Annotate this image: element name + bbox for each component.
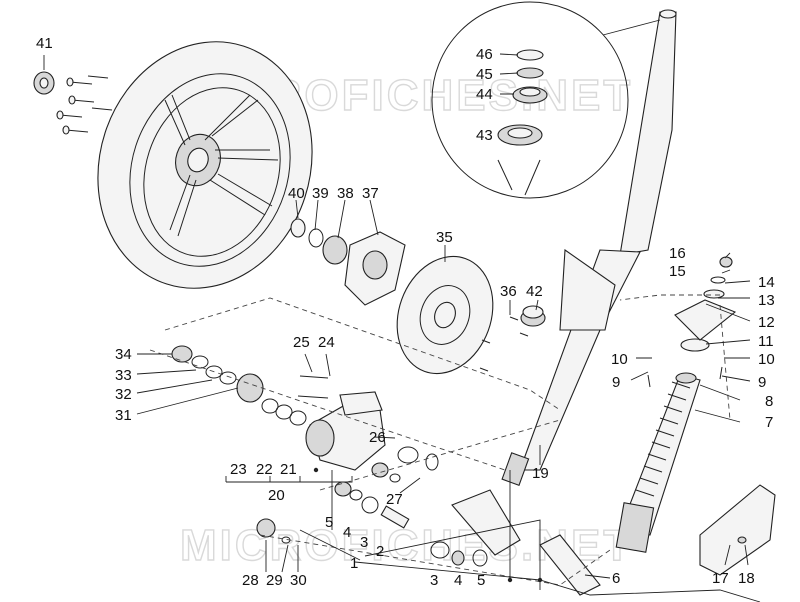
label-18: 18 bbox=[738, 570, 755, 587]
label-46: 46 bbox=[476, 46, 493, 63]
shock-absorber bbox=[615, 256, 737, 553]
label-26: 26 bbox=[369, 429, 386, 446]
label-19: 19 bbox=[532, 465, 549, 482]
label-3b: 3 bbox=[430, 572, 438, 589]
label-45: 45 bbox=[476, 66, 493, 83]
detail-callout bbox=[431, 1, 661, 199]
label-37: 37 bbox=[362, 185, 379, 202]
wheel-assembly bbox=[97, 41, 313, 289]
label-6: 6 bbox=[612, 570, 620, 587]
label-20: 20 bbox=[268, 487, 285, 504]
label-1: 1 bbox=[350, 555, 358, 572]
label-10a: 10 bbox=[611, 351, 628, 368]
label-43: 43 bbox=[476, 127, 493, 144]
label-9b: 9 bbox=[758, 374, 766, 391]
label-10b: 10 bbox=[758, 351, 775, 368]
label-16: 16 bbox=[669, 245, 686, 262]
label-27: 27 bbox=[386, 491, 403, 508]
label-42: 42 bbox=[526, 283, 543, 300]
label-2: 2 bbox=[376, 543, 384, 560]
label-13: 13 bbox=[758, 292, 775, 309]
label-5a: 5 bbox=[325, 514, 333, 531]
label-15: 15 bbox=[669, 263, 686, 280]
label-4a: 4 bbox=[343, 524, 351, 541]
label-22: 22 bbox=[256, 461, 273, 478]
hub-and-disc bbox=[290, 218, 546, 375]
label-8: 8 bbox=[765, 393, 773, 410]
label-3a: 3 bbox=[360, 534, 368, 551]
fork-leg bbox=[501, 9, 677, 486]
label-44: 44 bbox=[476, 86, 493, 103]
label-40: 40 bbox=[288, 185, 305, 202]
label-30: 30 bbox=[290, 572, 307, 589]
label-4b: 4 bbox=[454, 572, 462, 589]
leader-lines bbox=[43, 53, 751, 579]
label-41: 41 bbox=[36, 35, 53, 52]
part-labels: 41 46 45 44 43 40 39 38 37 35 36 42 16 1… bbox=[36, 35, 775, 589]
label-24: 24 bbox=[318, 334, 335, 351]
label-25: 25 bbox=[293, 334, 310, 351]
label-17: 17 bbox=[712, 570, 729, 587]
label-39: 39 bbox=[312, 185, 329, 202]
label-21: 21 bbox=[280, 461, 297, 478]
label-32: 32 bbox=[115, 386, 132, 403]
bracket-lines bbox=[225, 467, 761, 602]
label-28: 28 bbox=[242, 572, 259, 589]
label-5b: 5 bbox=[477, 572, 485, 589]
label-34: 34 bbox=[115, 346, 132, 363]
label-11: 11 bbox=[758, 333, 774, 350]
label-31: 31 bbox=[115, 407, 132, 424]
nut-and-bolts bbox=[33, 71, 113, 135]
label-33: 33 bbox=[115, 367, 132, 384]
label-12: 12 bbox=[758, 314, 775, 331]
label-38: 38 bbox=[337, 185, 354, 202]
label-29: 29 bbox=[266, 572, 283, 589]
cover bbox=[699, 484, 776, 576]
label-23: 23 bbox=[230, 461, 247, 478]
label-36: 36 bbox=[500, 283, 517, 300]
label-9a: 9 bbox=[612, 374, 620, 391]
assembly-lines bbox=[149, 294, 731, 586]
label-7: 7 bbox=[765, 414, 773, 431]
label-14: 14 bbox=[758, 274, 775, 291]
label-35: 35 bbox=[436, 229, 453, 246]
